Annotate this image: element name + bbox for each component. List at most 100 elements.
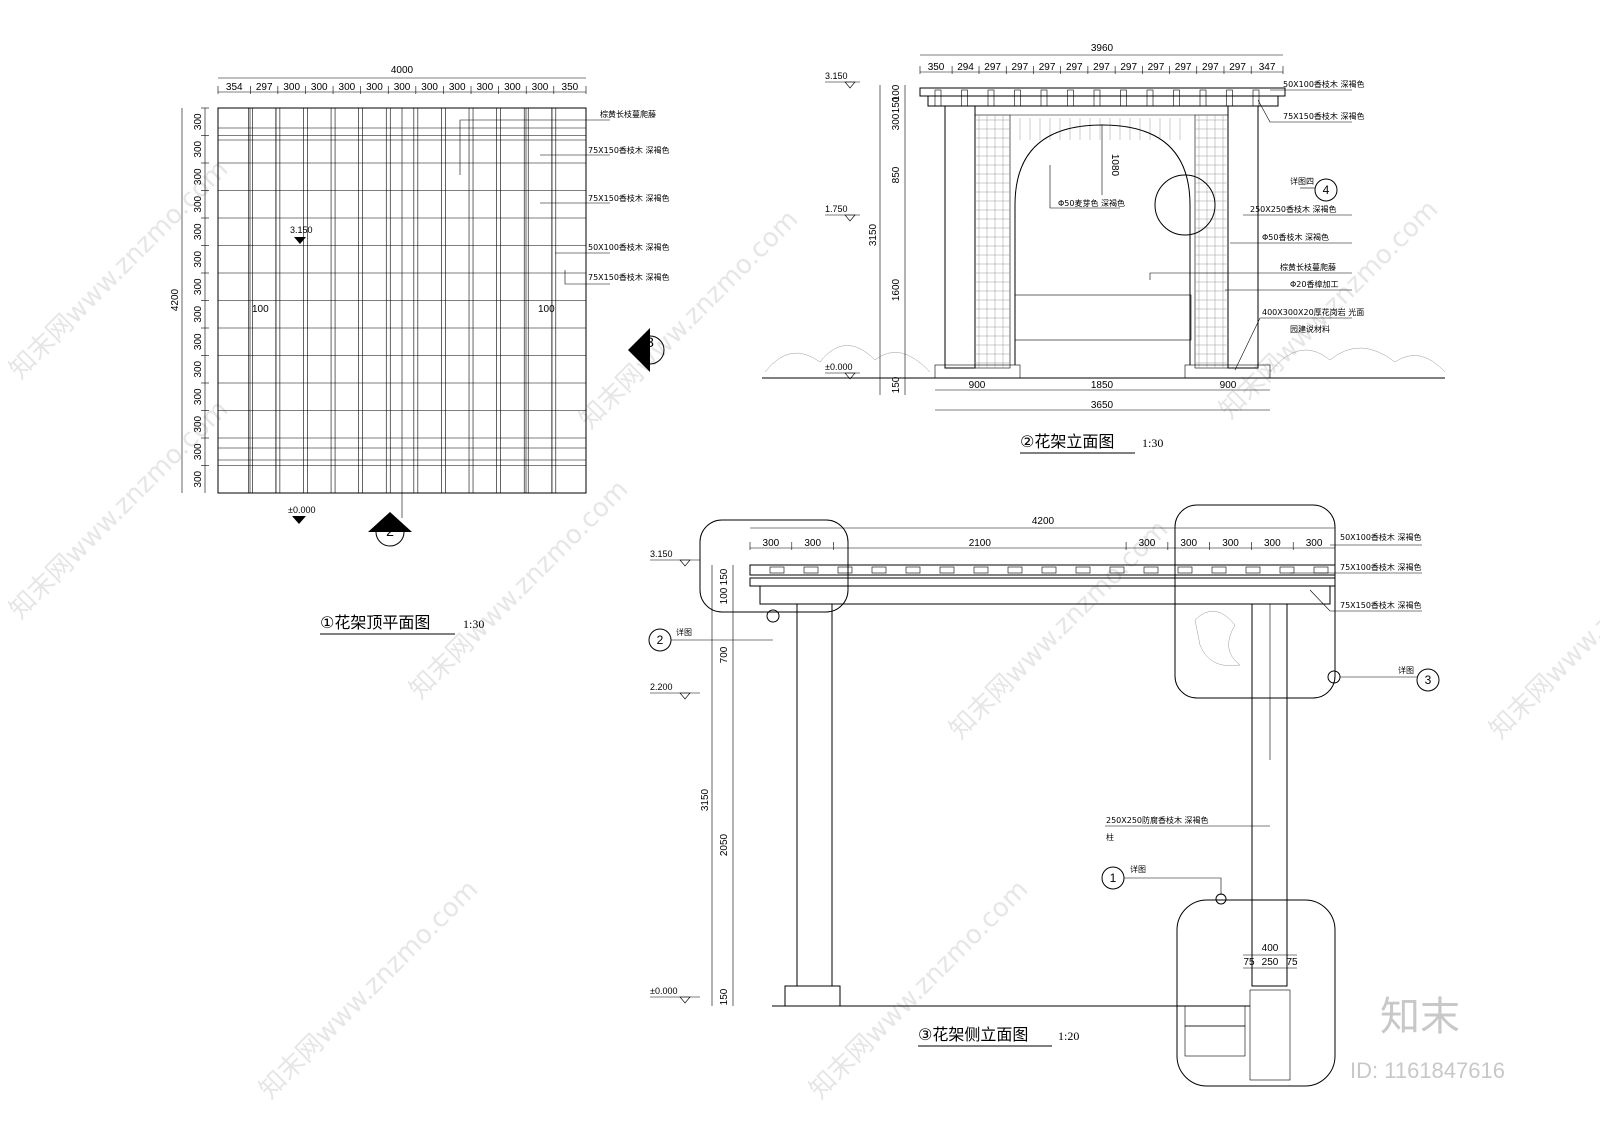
brand-id: ID: 1161847616 [1350,1058,1505,1083]
side-rafter [1279,566,1295,574]
leader-line [1234,317,1352,371]
front-column-left [944,105,976,369]
side-note: 75X100香枝木 深褐色 [1340,562,1421,572]
front-note: 棕黄长枝蔓爬藤 [1280,262,1336,272]
leader-line [1124,877,1222,895]
front-column-right [1227,105,1259,369]
front-purlin-end [961,89,968,107]
side-rafter [973,566,989,574]
side-column-right [1251,603,1288,987]
plan-top-dim: 354 [226,82,243,93]
front-note: 400X300X20厚花岗岩 光面 [1262,307,1364,317]
side-mark-3: 3 [1425,673,1432,687]
plan-top-dim: 300 [366,82,383,93]
front-bench [1014,294,1192,341]
front-left-dim: 150 [891,96,902,113]
plan-top-dim: 300 [283,82,300,93]
front-footing-left [934,364,1021,379]
side-level: ±0.000 [650,986,677,996]
side-top-dim: 300 [1180,538,1197,549]
front-footing-right [1184,364,1271,379]
plan-left-dim: 300 [193,305,204,322]
leader-line [1309,589,1422,612]
watermark: 知末网www.znzmo.com [804,874,1035,1105]
level-marker-icon [292,516,306,524]
plan-scale: 1:30 [463,617,484,631]
side-left-dim: 2050 [719,833,730,856]
front-top-dim: 294 [957,62,974,73]
front-note: 园建说材料 [1290,324,1330,334]
front-purlin-end [1146,89,1154,107]
plan-left-dim: 300 [193,195,204,212]
front-purlins [934,89,1260,107]
detail-ref-icon [1327,670,1341,684]
leader-line [1257,99,1352,123]
plan-left-dim: 300 [193,388,204,405]
side-rafter [1245,566,1261,574]
plan-top-dim: 300 [311,82,328,93]
side-rafter [837,566,853,574]
detail-bubble [1174,504,1336,699]
front-left-dim: 300 [891,113,902,130]
front-note: 详图四 [1290,176,1314,186]
side-rafter [905,566,921,574]
watermark: 知末网www.znzmo.com [1484,514,1600,745]
plan-left-dim: 300 [193,113,204,130]
front-top-dim: 297 [1229,62,1246,73]
level-marker-icon [844,372,856,380]
side-footing-left [784,985,841,1007]
section-arrow-icon [628,328,650,372]
plan-top-dim: 300 [339,82,356,93]
foundation-concrete [1184,1025,1246,1057]
watermark: 知末网www.znzmo.com [254,874,485,1105]
plan-mark-100-left: 100 [252,304,269,315]
front-note: Φ50香枝木 深褐色 [1262,232,1329,242]
plan-left-dim: 300 [193,415,204,432]
side-rafter [1143,566,1159,574]
level-marker-icon [294,237,306,244]
side-base-total: 400 [1262,943,1279,954]
front-top-dim: 350 [928,62,945,73]
side-top-dim: 300 [1222,538,1239,549]
side-rafter [1075,566,1091,574]
side-left-dim: 150 [719,988,730,1005]
side-rafter [1041,566,1057,574]
front-bottom-dim: 1850 [1091,380,1114,391]
front-note: 250X250香枝木 深褐色 [1250,204,1337,214]
front-note: 50X100香枝木 深褐色 [1283,79,1364,89]
front-left-dim: 150 [891,376,902,393]
front-bottom-dim: 900 [1220,380,1237,391]
front-bottom-total: 3650 [1091,400,1114,411]
plan-note: 75X150香枝木 深褐色 [588,145,669,155]
side-detail-label: 详图 [1130,864,1146,874]
front-left-dim: 1600 [891,278,902,301]
detail-mark-icon [1314,178,1338,202]
plan-left-dim: 300 [193,168,204,185]
front-shrubs [764,345,1446,373]
watermark: 知末网www.znzmo.com [574,204,805,435]
front-lattice [975,115,1228,368]
side-base-part: 250 [1262,957,1279,968]
detail-bubble [699,519,849,613]
front-level: 1.750 [825,204,848,214]
side-note: 75X150香枝木 深褐色 [1340,600,1421,610]
plan-left-dim: 300 [193,250,204,267]
plan-top-dim: 300 [476,82,493,93]
section-arrow-icon [368,512,412,532]
front-lattice-right [1194,114,1229,369]
front-purlin-end [1040,89,1048,107]
side-top-dim: 300 [763,538,780,549]
side-left-dim: 100 [719,587,730,604]
side-rafters [769,566,1329,574]
plan-note: 棕黄长枝蔓爬藤 [600,109,656,119]
side-mark-2: 2 [657,633,664,647]
plan-top-dim: 300 [421,82,438,93]
front-top-dim: 297 [1039,62,1056,73]
front-purlin-end [1226,89,1233,107]
plan-note: 75X150香枝木 深褐色 [588,193,669,203]
side-level: 2.200 [650,682,673,692]
